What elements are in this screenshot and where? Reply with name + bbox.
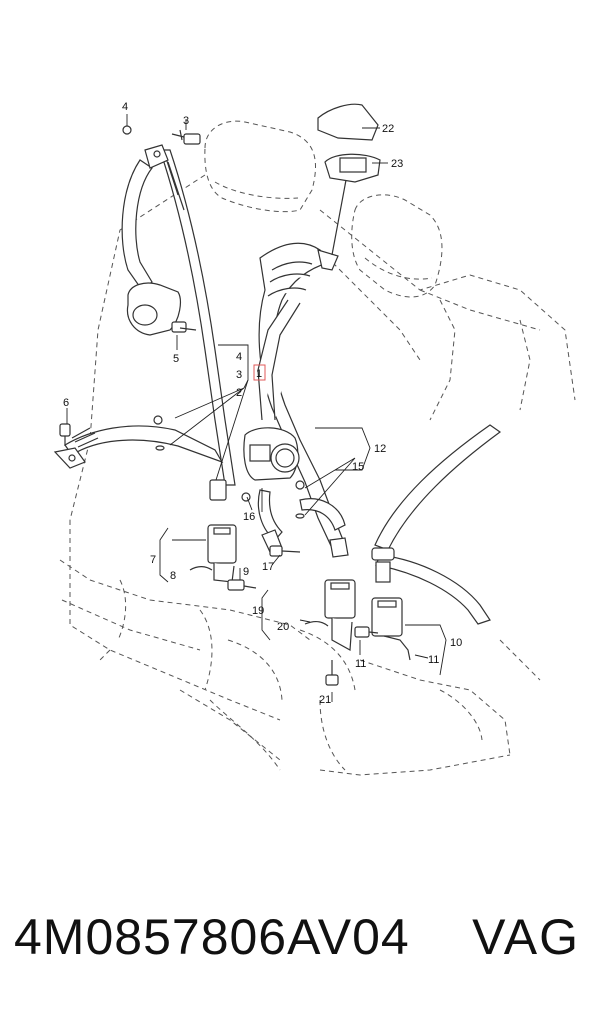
- callout-16: 15: [352, 461, 364, 473]
- callout-3-top: 3: [183, 115, 189, 127]
- callout-6: 6: [63, 397, 69, 409]
- right-seat-belt: [371, 424, 502, 625]
- callout-2: 2: [236, 387, 242, 399]
- part-number: 4M0857806AV04: [14, 909, 410, 965]
- callout-11: 11: [428, 654, 439, 666]
- leader-lines: [66, 114, 447, 702]
- callout-15: 12: [374, 443, 386, 455]
- callout-9: 9: [243, 566, 249, 578]
- callout-20: 23: [391, 158, 403, 170]
- callout-4: 4: [236, 351, 242, 363]
- callout-23: 21: [319, 694, 331, 706]
- callout-7: 7: [150, 554, 156, 566]
- callout-4-top: 4: [122, 101, 128, 113]
- centre-seat-belt: [243, 179, 349, 558]
- callout-10: 10: [450, 637, 462, 649]
- bolts: [59, 125, 379, 686]
- callout-1: 1: [256, 368, 262, 380]
- callout-labels: 4 3 5 6 4 3 2 1 16 15 12 7 8 9 17 19 20 …: [63, 101, 462, 706]
- callout-5: 5: [173, 353, 179, 365]
- callout-17: 16: [243, 511, 255, 523]
- seat-outline: [59, 120, 576, 776]
- callout-19: 22: [382, 123, 394, 135]
- callout-21: 19: [252, 605, 264, 617]
- callout-1-highlight: [253, 364, 266, 381]
- left-seat-belt: [53, 144, 236, 501]
- callout-12: 11: [355, 658, 366, 670]
- brand-label: VAG: [472, 909, 580, 965]
- buckles: [59, 103, 411, 686]
- callout-3: 3: [236, 369, 242, 381]
- callout-18: 17: [262, 561, 274, 573]
- callout-22: 20: [277, 621, 289, 633]
- callout-8: 8: [170, 570, 176, 582]
